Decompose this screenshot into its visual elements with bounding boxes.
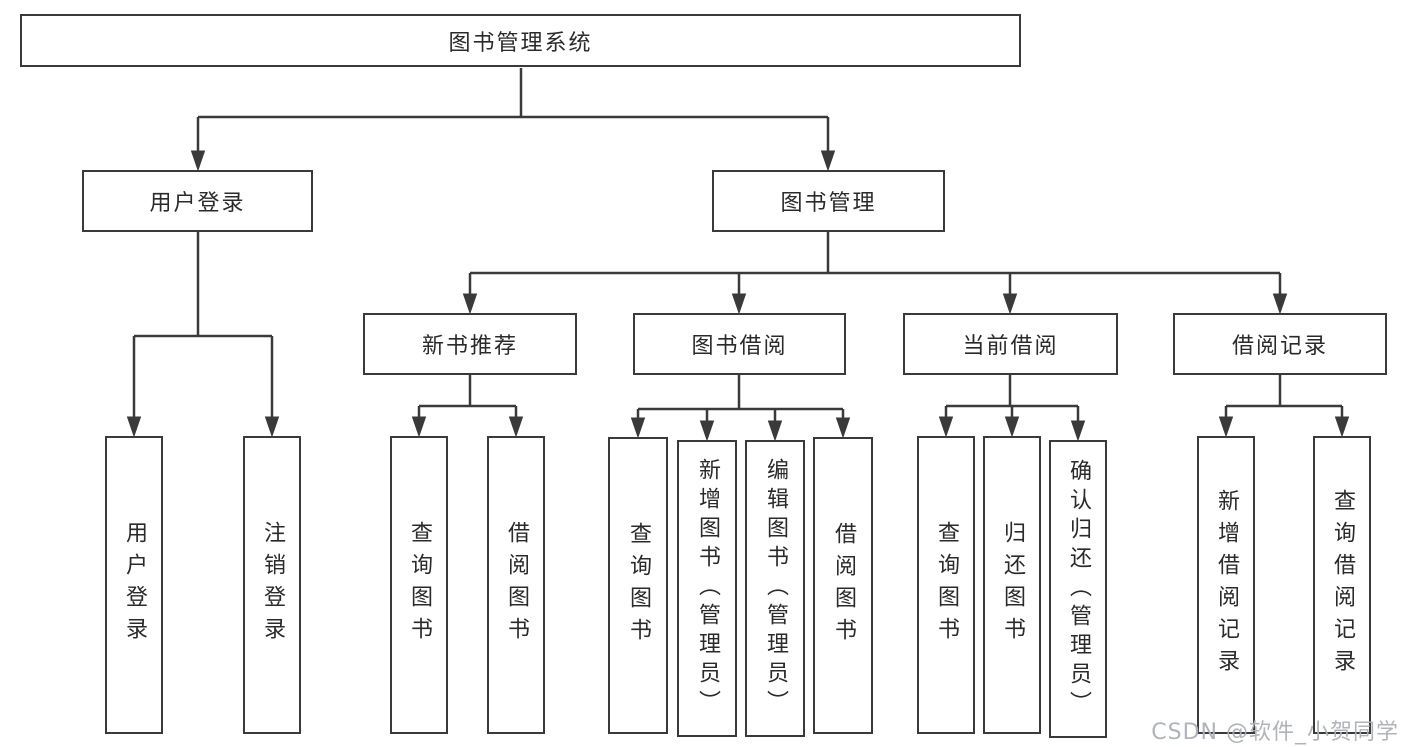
node-book-borrowing: 图书借阅: [633, 313, 846, 375]
leaf-user-login: 用户登录: [105, 436, 163, 734]
leaf-query-books-current: 查询图书: [917, 436, 975, 734]
leaf-confirm-return-admin: 确认归还（管理员）: [1049, 440, 1107, 738]
leaf-logout: 注销登录: [243, 436, 301, 734]
leaf-add-book-admin: 新增图书（管理员）: [677, 440, 737, 737]
leaf-borrow-books-recommend: 借阅图书: [487, 436, 545, 734]
csdn-watermark: CSDN @软件_小贺同学: [1151, 720, 1399, 745]
leaf-return-books: 归还图书: [983, 436, 1041, 734]
node-current-borrowing: 当前借阅: [903, 313, 1118, 375]
leaf-query-books-recommend: 查询图书: [390, 436, 448, 734]
node-new-book-recommendation: 新书推荐: [363, 313, 577, 375]
node-library-system: 图书管理系统: [20, 14, 1021, 67]
leaf-add-borrow-record: 新增借阅记录: [1197, 436, 1255, 734]
leaf-query-borrow-record: 查询借阅记录: [1313, 436, 1371, 734]
node-borrowing-records: 借阅记录: [1173, 313, 1387, 375]
leaf-edit-book-admin: 编辑图书（管理员）: [745, 440, 805, 737]
connector-paths: [132, 68, 1344, 436]
node-book-management: 图书管理: [712, 170, 945, 232]
leaf-borrow-books-borrowing: 借阅图书: [813, 437, 873, 734]
node-user-login: 用户登录: [82, 170, 313, 232]
leaf-query-books-borrowing: 查询图书: [608, 437, 668, 734]
